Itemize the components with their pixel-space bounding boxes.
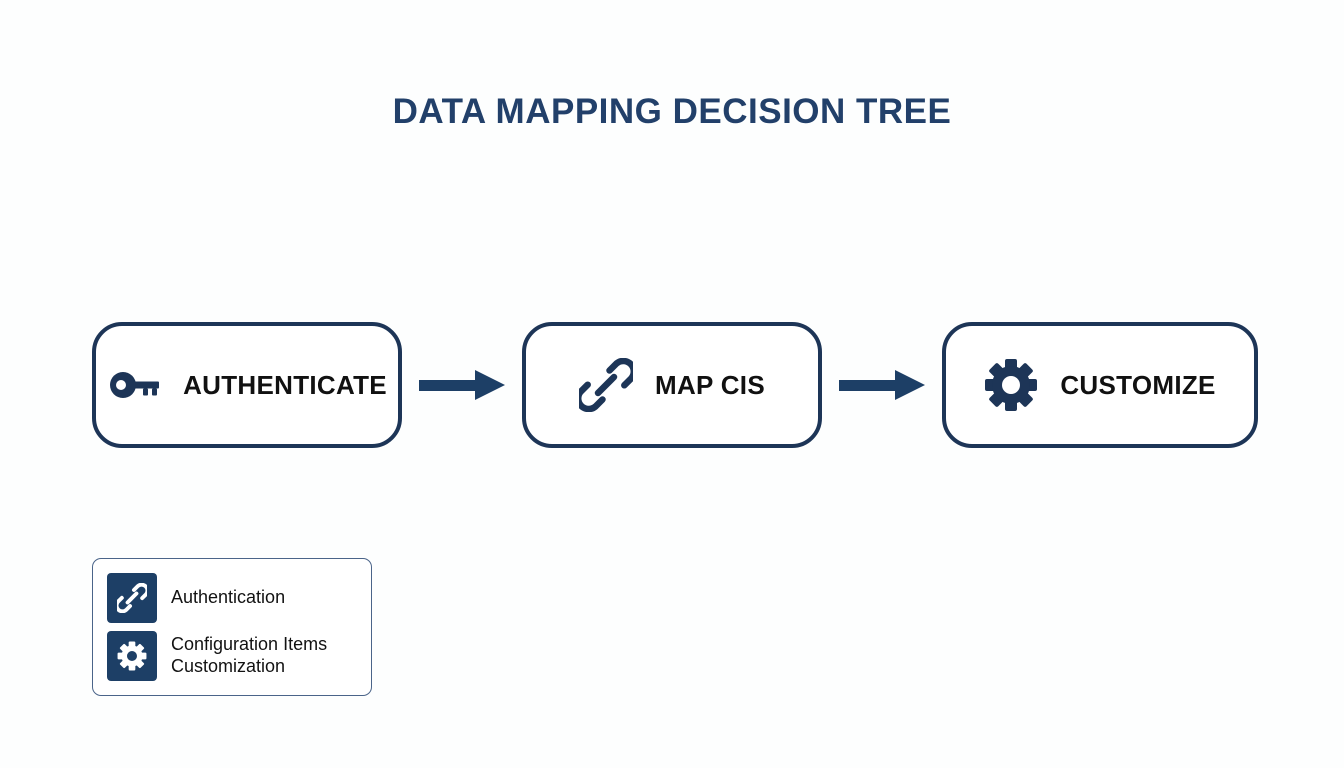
decision-flow-row: AUTHENTICATE MAP CIS xyxy=(92,322,1258,448)
flow-node-label: AUTHENTICATE xyxy=(183,369,387,400)
legend-item-authentication: Authentication xyxy=(107,573,359,623)
flow-node-map-cis[interactable]: MAP CIS xyxy=(522,322,822,448)
gear-icon xyxy=(107,631,157,681)
legend-item-configuration-items-customization: Configuration Items Customization xyxy=(107,631,359,681)
gear-icon xyxy=(984,358,1038,412)
flow-node-customize[interactable]: CUSTOMIZE xyxy=(942,322,1258,448)
arrow-authenticate-to-map-cis xyxy=(402,368,522,402)
link-icon xyxy=(579,358,633,412)
key-icon xyxy=(107,358,161,412)
flow-node-authenticate[interactable]: AUTHENTICATE xyxy=(92,322,402,448)
flow-node-label: CUSTOMIZE xyxy=(1060,369,1216,400)
page-title: DATA MAPPING DECISION TREE xyxy=(392,92,952,131)
legend-box: Authentication Configuration Items Custo… xyxy=(92,558,372,696)
legend-item-label-line1: Configuration Items xyxy=(171,634,328,655)
legend-item-label: Authentication xyxy=(171,587,286,608)
link-icon xyxy=(107,573,157,623)
flow-node-label: MAP CIS xyxy=(655,369,765,400)
arrow-map-cis-to-customize xyxy=(822,368,942,402)
legend-item-label-line2: Customization xyxy=(171,656,286,676)
legend-item-label: Configuration Items Customization xyxy=(171,634,327,678)
